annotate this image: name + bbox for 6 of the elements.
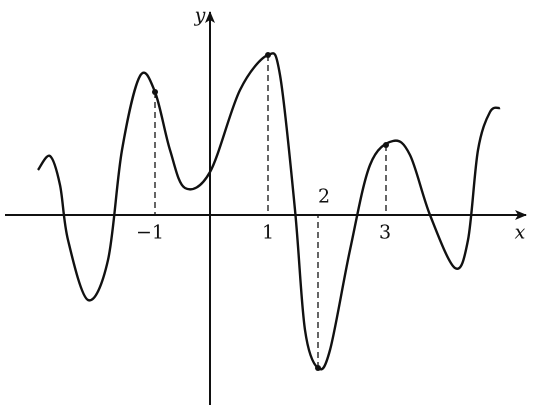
axis-label: y xyxy=(194,6,206,26)
tick-label: 3 xyxy=(378,224,392,242)
tick-label: 2 xyxy=(318,188,330,206)
axis-label: x xyxy=(514,224,526,242)
tick-label: 1 xyxy=(262,224,274,242)
tick-label: −1 xyxy=(136,224,164,242)
